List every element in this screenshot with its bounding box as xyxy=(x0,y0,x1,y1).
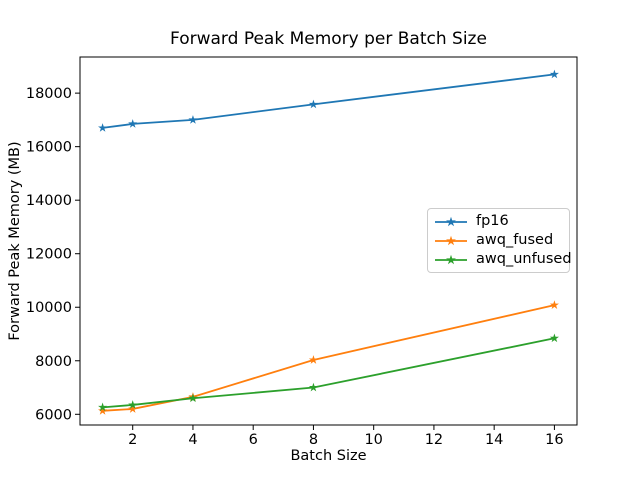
series-line-awq_unfused xyxy=(101,337,556,409)
legend-label: awq_unfused xyxy=(476,251,572,267)
x-tick-label: 2 xyxy=(128,432,137,448)
y-tick-label: 8000 xyxy=(35,354,72,370)
series-line-fp16 xyxy=(101,73,556,129)
legend-entry-awq-fused: awq_fused xyxy=(428,231,569,250)
legend-label: awq_fused xyxy=(476,232,554,248)
x-tick-label: 12 xyxy=(425,432,443,448)
x-tick-label: 10 xyxy=(364,432,382,448)
legend-entry-awq-unfused: awq_unfused xyxy=(428,250,572,269)
legend-star-icon xyxy=(446,216,456,226)
series-line-awq_fused xyxy=(101,304,556,412)
data-point-awq_fused-batch8 xyxy=(308,355,318,364)
axes-frame xyxy=(79,56,578,426)
data-point-fp16-batch1 xyxy=(98,123,108,132)
legend-label: fp16 xyxy=(476,213,509,229)
y-tick-label: 18000 xyxy=(26,86,72,102)
x-tick-label: 4 xyxy=(188,432,197,448)
data-point-awq_unfused-batch2 xyxy=(128,400,138,409)
data-point-awq_unfused-batch1 xyxy=(98,402,108,412)
legend-line-marker-sample xyxy=(435,254,467,264)
chart-title: Forward Peak Memory per Batch Size xyxy=(170,29,487,49)
data-point-fp16-batch2 xyxy=(128,119,138,128)
y-axis-label: Forward Peak Memory (MB) xyxy=(7,141,23,341)
data-point-awq_fused-batch16 xyxy=(549,300,559,309)
legend-star-icon xyxy=(446,254,456,264)
legend: fp16 awq_fused awq_unfused xyxy=(427,208,572,273)
y-tick-label: 10000 xyxy=(26,300,72,316)
legend-star-icon xyxy=(446,235,456,245)
legend-line-marker-sample xyxy=(435,216,467,226)
data-point-fp16-batch8 xyxy=(308,99,318,109)
x-tick-label: 6 xyxy=(249,432,258,448)
data-point-awq_unfused-batch16 xyxy=(549,333,559,343)
y-tick-label: 12000 xyxy=(26,247,72,263)
x-tick-label: 16 xyxy=(545,432,563,448)
data-point-awq_unfused-batch8 xyxy=(308,382,318,392)
x-tick-label: 14 xyxy=(485,432,503,448)
data-point-awq_fused-batch2 xyxy=(128,404,138,413)
data-point-fp16-batch16 xyxy=(549,69,559,79)
legend-line-marker-sample xyxy=(435,235,467,245)
y-tick-label: 14000 xyxy=(26,193,72,209)
data-point-fp16-batch4 xyxy=(188,115,198,124)
x-axis-label: Batch Size xyxy=(290,448,367,464)
y-tick-label: 6000 xyxy=(35,407,72,423)
data-point-awq_unfused-batch4 xyxy=(188,393,198,403)
data-point-awq_fused-batch1 xyxy=(98,406,108,415)
y-tick-label: 16000 xyxy=(26,140,72,156)
x-tick-label: 8 xyxy=(309,432,318,448)
legend-entry-fp16: fp16 xyxy=(428,212,569,231)
